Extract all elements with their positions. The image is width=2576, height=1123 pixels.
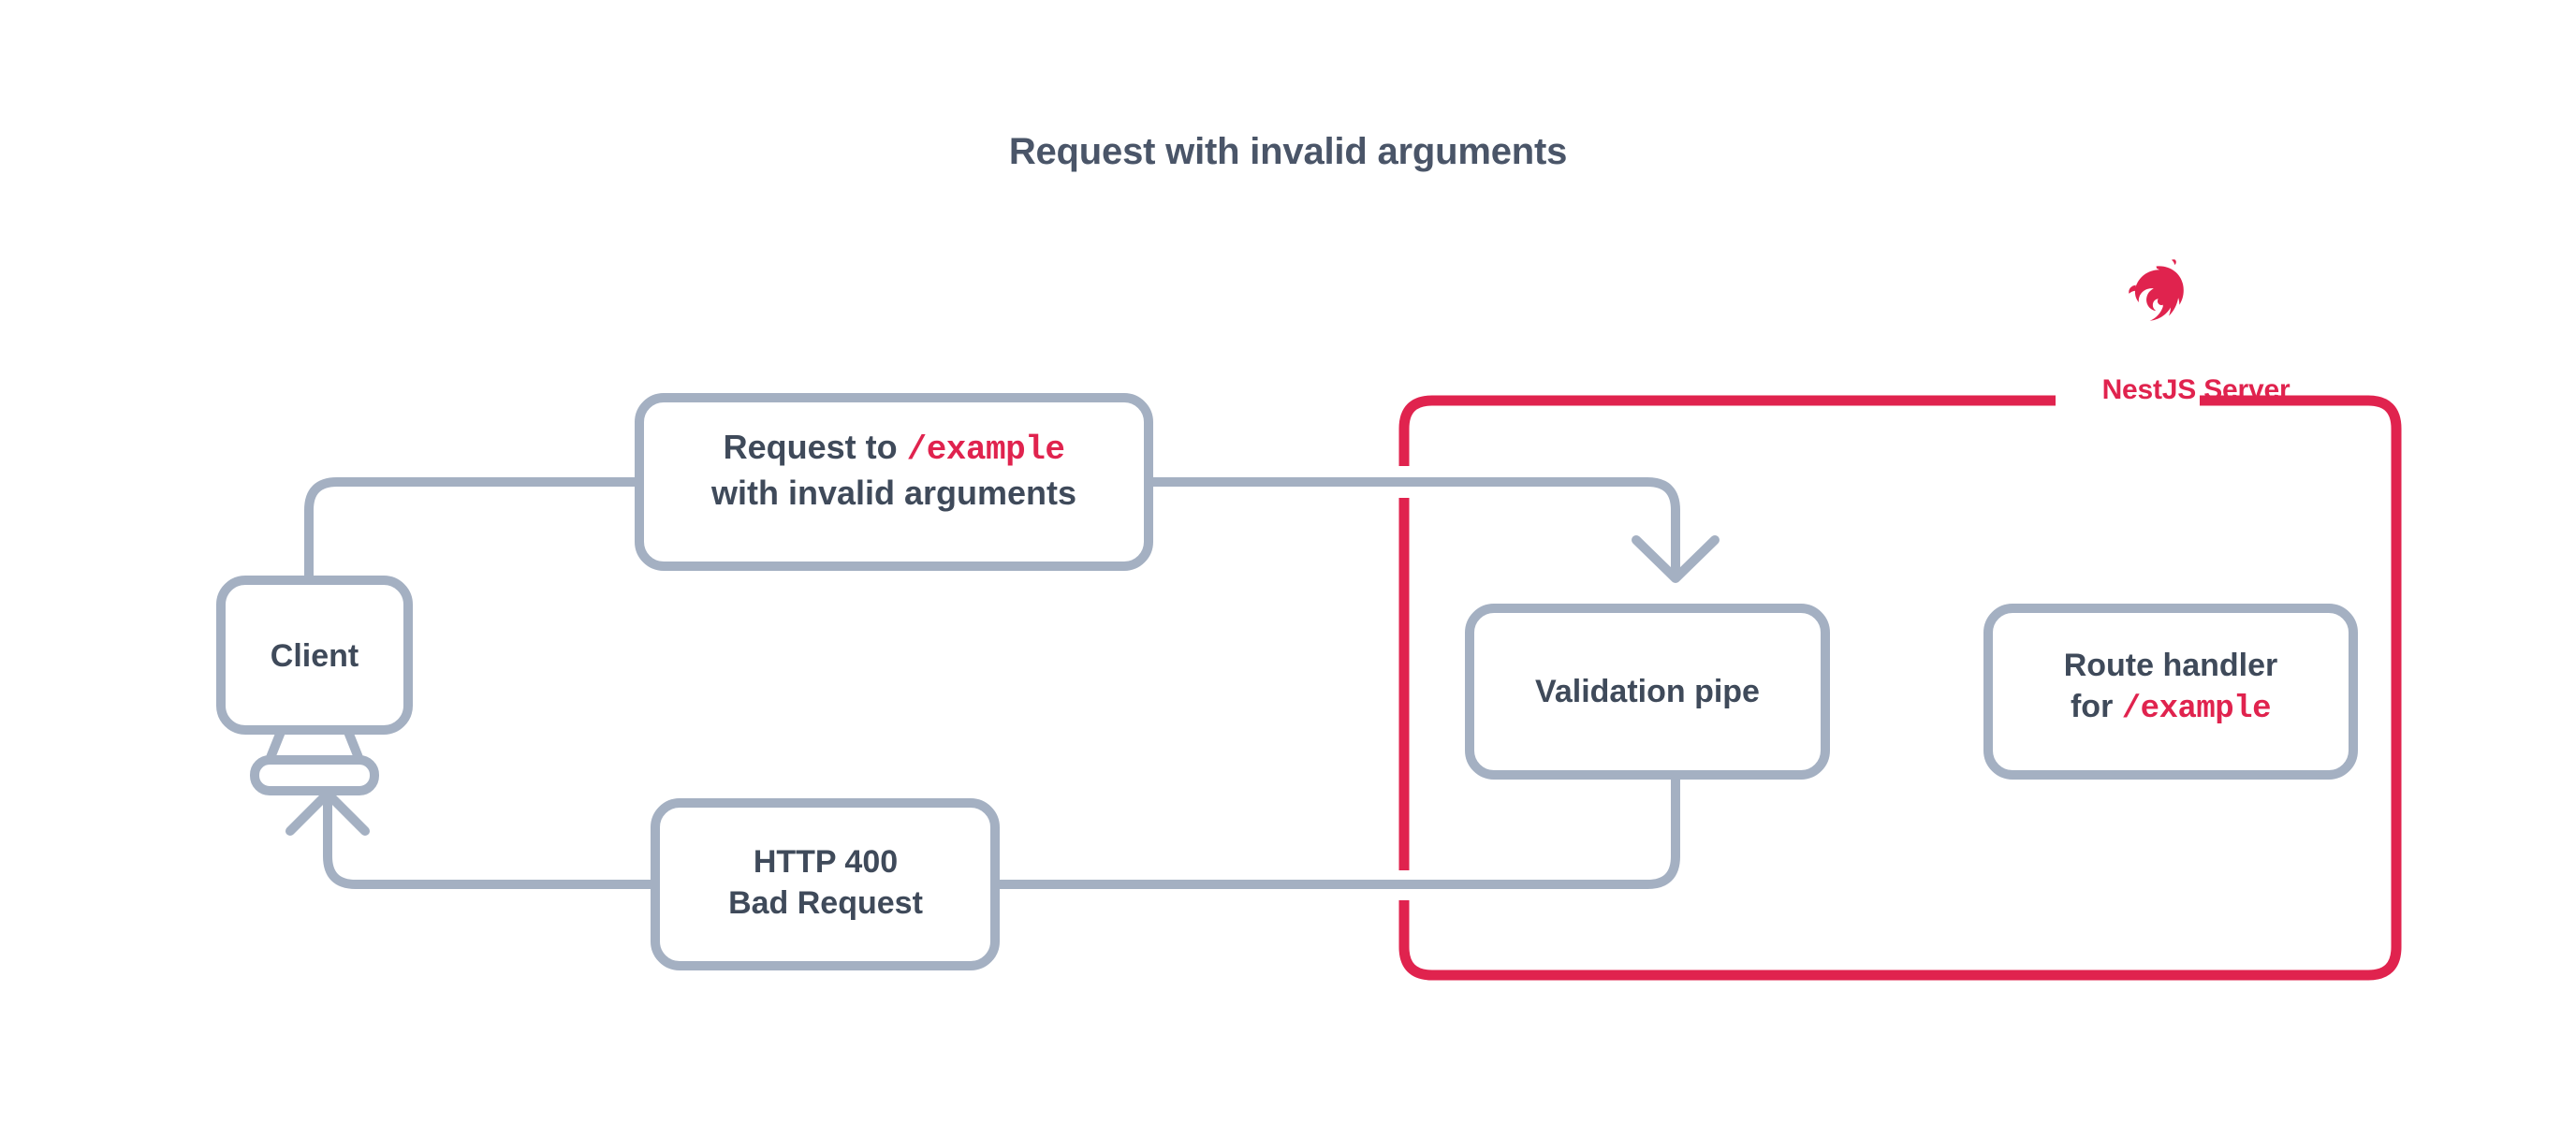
arrowhead-down-icon [1632,535,1720,583]
nestjs-server-label: NestJS Server [2101,374,2291,405]
boundary-left-lower [1398,900,1433,981]
monitor-stand-icon [250,727,379,795]
connector-request-to-pipe [1144,477,1680,576]
connector-response-to-client [323,786,660,889]
validation-pipe-box[interactable] [1465,604,1830,780]
nestjs-logo-icon [2129,259,2184,321]
client-monitor-screen[interactable] [216,576,413,735]
node-layer [216,393,2358,970]
nestjs-server-boundary [1398,395,2402,981]
response-box[interactable] [651,798,1000,970]
connector-layer [285,477,1720,889]
page-title: Request with invalid arguments [1008,131,1568,172]
boundary-bottom [1432,946,2402,981]
boundary-left-upper [1398,395,1760,466]
request-box[interactable] [635,393,1153,571]
boundary-top-right [2200,395,2402,430]
route-handler-box[interactable] [1983,604,2358,780]
connector-client-to-request [304,477,644,585]
connector-pipe-to-response [990,770,1680,889]
